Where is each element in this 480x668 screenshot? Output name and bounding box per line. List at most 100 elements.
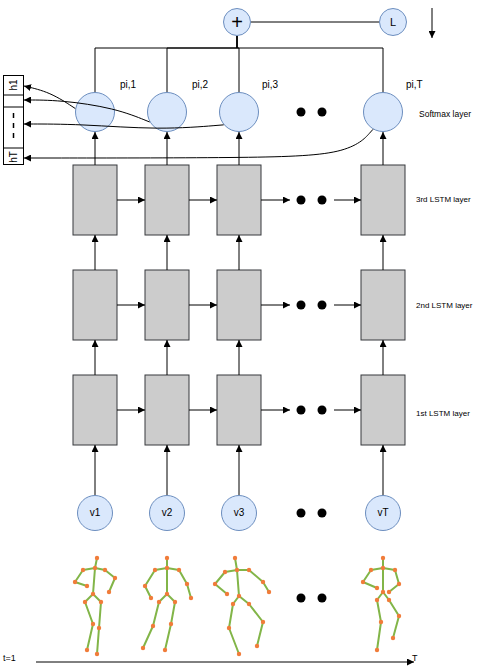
recurrent-arrow	[189, 305, 217, 306]
skeleton-joint	[95, 652, 99, 656]
axis-label: t=1	[3, 654, 16, 663]
skeleton-bone	[109, 578, 115, 592]
node-circle	[150, 496, 185, 531]
merge-line	[237, 36, 239, 92]
skeleton-joint	[233, 556, 237, 560]
skeleton-joint	[381, 556, 385, 560]
skeleton-joint	[225, 592, 229, 596]
lstm-cell	[217, 270, 261, 340]
layer-label: 3rd LSTM layer	[416, 196, 471, 204]
node-circle	[224, 9, 251, 36]
skeleton-bone	[249, 604, 263, 622]
skeleton-bone	[99, 602, 101, 628]
skeleton-joint	[165, 592, 169, 596]
skeleton-bone	[215, 584, 227, 594]
minimise-arrow	[432, 8, 433, 38]
skeleton-bone	[363, 582, 377, 588]
layer-arrow	[239, 235, 240, 270]
skeleton-joint	[153, 568, 157, 572]
node-text: hT	[9, 151, 19, 163]
node-text: v1	[90, 508, 101, 518]
recurrent-arrow	[117, 200, 145, 201]
node-outline	[219, 92, 259, 132]
skeleton-joint	[237, 594, 241, 598]
skeleton-joint	[91, 592, 95, 596]
layer-arrow	[167, 132, 168, 165]
stack-divider	[3, 95, 24, 96]
layer-arrow	[167, 235, 168, 270]
skeleton-joint	[397, 614, 401, 618]
skeleton-joint	[81, 568, 85, 572]
skeleton-joint	[99, 600, 103, 604]
skeleton-joint	[213, 582, 217, 586]
node-circle	[78, 496, 113, 531]
layer-arrow	[95, 340, 96, 375]
skeleton-joint	[247, 602, 251, 606]
node-text: pi,3	[262, 80, 278, 90]
skeleton-joint	[375, 598, 379, 602]
node-text: v2	[162, 508, 173, 518]
merge-line	[251, 22, 379, 23]
lstm-cell	[217, 165, 261, 235]
node-outline	[75, 92, 115, 132]
skeleton-joint	[235, 568, 239, 572]
skeleton-bone	[143, 626, 153, 648]
skeleton-joint	[165, 566, 169, 570]
skeleton-bone	[229, 604, 233, 628]
skeleton-bone	[93, 568, 95, 594]
state-arrow	[24, 129, 373, 158]
node-circle	[366, 496, 401, 531]
skeleton-bone	[165, 624, 171, 650]
lstm-cell	[145, 375, 189, 445]
node-circle	[76, 93, 115, 132]
ellipsis-dot	[297, 594, 306, 603]
skeleton-joint	[93, 566, 97, 570]
recurrent-arrow	[117, 410, 145, 411]
ellipsis-dot	[318, 594, 327, 603]
stack-divider	[3, 148, 24, 149]
stack-divider	[3, 107, 24, 108]
node-outline	[147, 92, 187, 132]
recurrent-arrow	[261, 305, 290, 306]
softmax-circle: pi,2	[147, 92, 187, 132]
skeleton-bone	[389, 600, 399, 616]
skeleton-joint	[267, 590, 271, 594]
node-text: pi,1	[120, 80, 136, 90]
skeleton-joint	[141, 646, 145, 650]
recurrent-arrow	[334, 410, 361, 411]
skeleton-joint	[255, 644, 259, 648]
recurrent-arrow	[189, 410, 217, 411]
ellipsis-dot	[318, 509, 327, 518]
lstm-cell	[361, 165, 405, 235]
softmax-circle: pi,1	[75, 92, 115, 132]
ellipsis-dot	[297, 301, 306, 310]
recurrent-arrow	[334, 200, 361, 201]
skeleton-figure	[361, 556, 401, 652]
skeleton-joint	[261, 620, 265, 624]
layer-arrow	[383, 132, 384, 165]
skeleton-joint	[261, 580, 265, 584]
skeleton-joint	[149, 596, 153, 600]
node-text: pi,2	[192, 80, 208, 90]
skeleton-bone	[377, 600, 381, 622]
ellipsis-dot	[297, 196, 306, 205]
node-text: vT	[377, 508, 388, 518]
sum-circle: +	[223, 8, 251, 36]
node-text: h1	[9, 79, 19, 90]
input-arrow	[95, 445, 96, 495]
lstm-cell	[361, 270, 405, 340]
node-text: v3	[234, 508, 245, 518]
skeleton-bone	[382, 568, 384, 592]
recurrent-arrow	[189, 200, 217, 201]
skeleton-joint	[391, 636, 395, 640]
skeleton-bone	[215, 572, 225, 584]
state-arrow	[24, 124, 224, 128]
ellipsis-dot	[297, 509, 306, 518]
skeleton-joint	[223, 570, 227, 574]
input-arrow	[383, 445, 384, 495]
skeleton-bone	[145, 570, 155, 586]
node-circle	[222, 496, 257, 531]
stack-ellipsis	[13, 113, 15, 143]
layer-arrow	[95, 132, 96, 165]
